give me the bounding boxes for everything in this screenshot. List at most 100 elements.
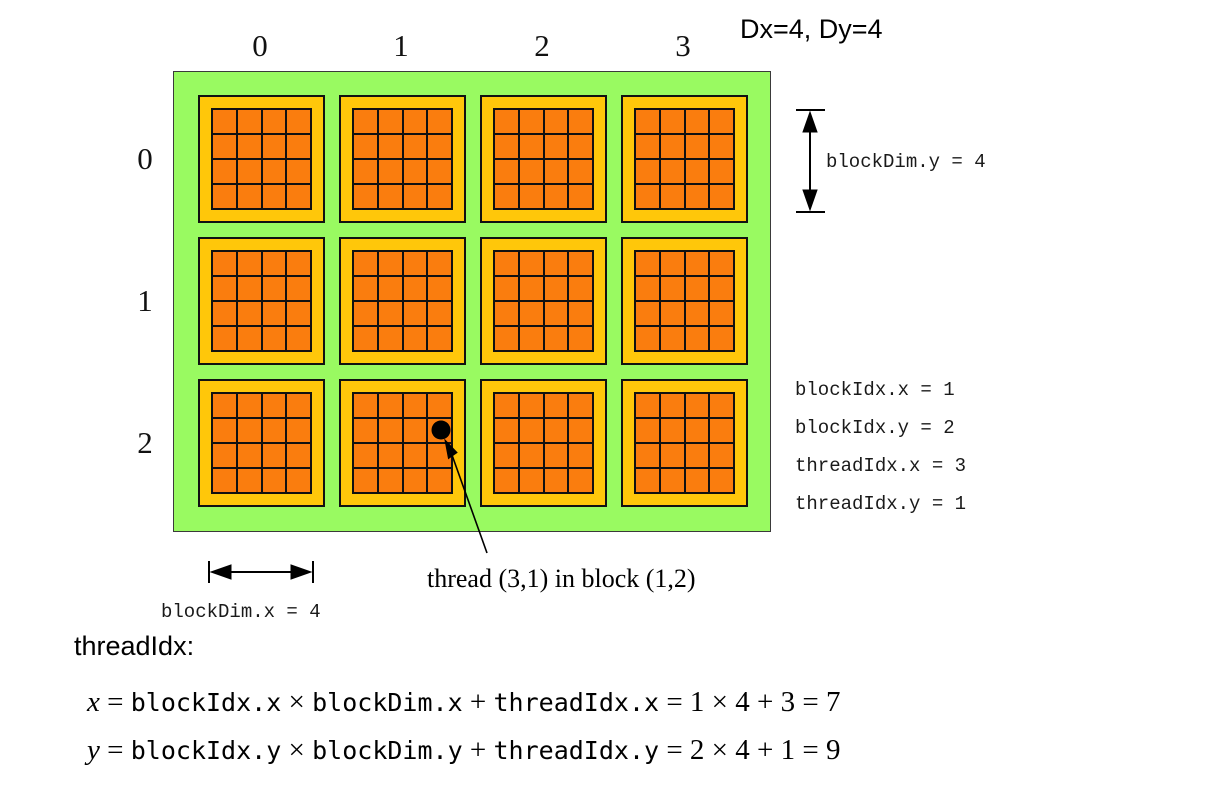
thread-cell [287,327,310,350]
thread-cell [660,110,684,133]
thread-cell [262,327,286,350]
thread-cell [519,185,543,208]
formula-segment: × [281,686,313,718]
block-0-0 [198,95,325,223]
thread-cell [237,185,261,208]
thread-cell [354,394,377,417]
formula-segment: = 2 × 4 + 1 = 9 [659,734,841,766]
thread-cell [685,252,709,275]
thread-cell [636,110,659,133]
block-0-1 [198,237,325,365]
thread-cell [519,419,543,442]
thread-cell [354,185,377,208]
formula-segment: blockDim.y [312,736,463,765]
formula-segment: blockIdx.y [130,736,282,765]
thread-cell [569,302,592,325]
thread-cell [519,277,543,300]
thread-cell [569,185,592,208]
thread-cell [660,252,684,275]
thread-cell [262,277,286,300]
thread-grid-3-1 [634,250,735,352]
thread-cell [636,160,659,183]
thread-cell [378,327,402,350]
thread-cell [262,394,286,417]
block-0-2 [198,379,325,507]
thread-cell [569,444,592,467]
thread-cell [636,135,659,158]
thread-cell [237,444,261,467]
thread-cell [685,419,709,442]
thread-cell [354,444,377,467]
thread-cell [495,185,518,208]
thread-cell [495,160,518,183]
thread-cell [262,469,286,492]
col-label-1: 1 [393,28,409,63]
formula-segment: blockDim.x [312,688,463,717]
thread-cell [428,444,451,467]
thread-cell [213,302,236,325]
thread-cell [378,277,402,300]
thread-grid-3-0 [634,108,735,210]
formula-segment: y [87,734,100,766]
thread-cell [544,160,568,183]
thread-cell [685,160,709,183]
grid-of-blocks [173,71,771,532]
thread-cell [544,394,568,417]
thread-cell [544,252,568,275]
thread-cell [710,394,733,417]
thread-cell [237,252,261,275]
thread-cell [403,302,427,325]
formula-segment: × [281,734,313,766]
thread-cell [237,419,261,442]
thread-cell [544,302,568,325]
thread-cell [287,302,310,325]
thread-cell [287,277,310,300]
col-label-2: 2 [534,28,550,63]
thread-cell [636,394,659,417]
thread-cell [685,277,709,300]
thread-cell [428,302,451,325]
thread-cell [495,469,518,492]
thread-cell [685,302,709,325]
thread-cell [428,277,451,300]
thread-cell [685,110,709,133]
row-label-0: 0 [137,141,153,176]
thread-cell [685,444,709,467]
thread-cell [213,252,236,275]
thread-cell [213,160,236,183]
thread-grid-2-2 [493,392,594,494]
formula-segment: = [99,734,131,766]
thread-cell [237,327,261,350]
thread-cell [495,277,518,300]
thread-cell [213,277,236,300]
row-label-1: 1 [137,283,153,318]
thread-cell [569,110,592,133]
thread-cell [403,469,427,492]
thread-grid-0-2 [211,392,312,494]
blockdim-x-arrow [208,561,314,583]
block-3-0 [621,95,748,223]
thread-cell [495,110,518,133]
thread-cell [636,444,659,467]
block-3-1 [621,237,748,365]
formula-line-0: x = blockIdx.x × blockDim.x + threadIdx.… [87,686,840,719]
thread-cell [262,302,286,325]
thread-cell [287,394,310,417]
thread-cell [660,394,684,417]
thread-grid-1-1 [352,250,453,352]
thread-cell [213,469,236,492]
block-3-2 [621,379,748,507]
thread-cell [569,469,592,492]
thread-cell [287,185,310,208]
thread-grid-3-2 [634,392,735,494]
thread-cell [403,394,427,417]
thread-cell [710,135,733,158]
thread-cell [544,135,568,158]
thread-cell [287,135,310,158]
thread-cell [710,185,733,208]
thread-grid-1-0 [352,108,453,210]
thread-cell [213,444,236,467]
thread-cell [354,160,377,183]
thread-cell [569,419,592,442]
